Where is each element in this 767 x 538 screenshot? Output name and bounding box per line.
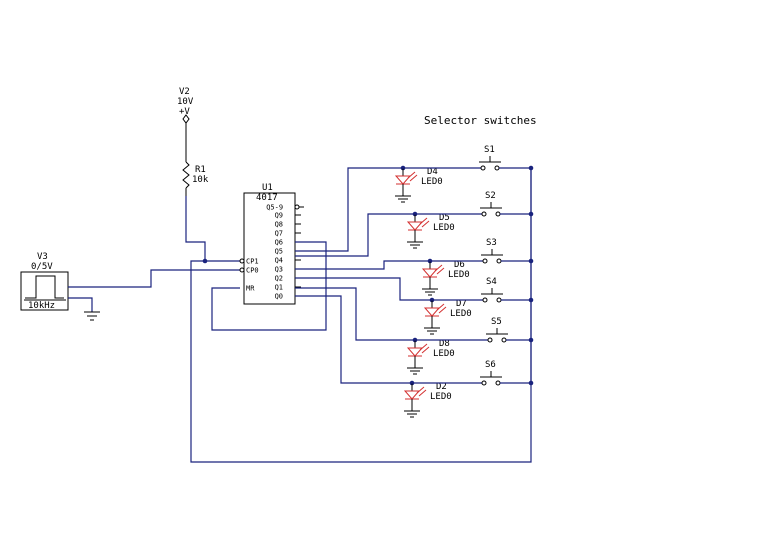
led-type: LED0: [433, 223, 455, 233]
u1-pin-label: CP0: [246, 267, 259, 275]
switch-label: S1: [484, 145, 495, 155]
v3-name: V3: [37, 252, 48, 262]
u1-pin-marker: [294, 204, 300, 210]
led-name: D8: [439, 339, 450, 349]
u1-part: 4017: [256, 193, 278, 203]
u1-pin-label: Q6: [275, 239, 283, 247]
switch-s2: S2: [415, 191, 534, 217]
v2-terminal: +V: [179, 107, 190, 117]
v2-supply: V2 10V +V: [177, 87, 194, 124]
v2-value: 10V: [177, 97, 194, 107]
u1-pin-label: Q4: [275, 257, 283, 265]
u1-chip: U1 4017: [243, 183, 296, 305]
led-type: LED0: [421, 177, 443, 187]
led-name: D2: [436, 382, 447, 392]
switch-s1: S1: [403, 145, 534, 171]
u1-pin-label: Q9: [275, 212, 283, 220]
u1-pin-label: MR: [246, 285, 255, 293]
led-type: LED0: [450, 309, 472, 319]
switch-label: S5: [491, 317, 502, 327]
diagram-title: Selector switches: [424, 114, 537, 127]
r1-resistor: R1 10k: [182, 161, 209, 189]
u1-pin-label: Q1: [275, 284, 283, 292]
switch-label: S4: [486, 277, 497, 287]
u1-pin-label: Q2: [275, 275, 283, 283]
u1-pin-label: CP1: [246, 258, 259, 266]
led-name: D5: [439, 213, 450, 223]
switch-label: S3: [486, 238, 497, 248]
u1-pin-label: Q0: [275, 293, 283, 301]
u1-pin-label: Q7: [275, 230, 283, 238]
u1-pin-label: Q5-9: [266, 204, 283, 212]
u1-name: U1: [262, 183, 273, 193]
switch-label: S6: [485, 360, 496, 370]
u1-pin-marker: [239, 267, 245, 273]
r1-name: R1: [195, 165, 206, 175]
switch-s4: S4: [432, 277, 534, 303]
v3-value: 0/5V: [31, 262, 53, 272]
v3-frequency: 10kHz: [28, 301, 55, 311]
led-name: D6: [454, 260, 465, 270]
r1-value: 10k: [192, 175, 209, 185]
u1-pin-label: Q3: [275, 266, 283, 274]
switch-s6: S6: [412, 360, 534, 386]
ground-icon: [84, 311, 100, 321]
v2-name: V2: [179, 87, 190, 97]
u1-pin-label: Q5: [275, 248, 283, 256]
v3-source: V3 0/5V 10kHz: [20, 252, 69, 311]
u1-pin-marker: [239, 258, 245, 264]
led-type: LED0: [448, 270, 470, 280]
u1-pin-label: Q8: [275, 221, 283, 229]
switch-s5: S5: [415, 317, 534, 343]
led-type: LED0: [433, 349, 455, 359]
led-type: LED0: [430, 392, 452, 402]
led-name: D7: [456, 299, 467, 309]
switch-label: S2: [485, 191, 496, 201]
led-name: D4: [427, 167, 438, 177]
switch-s3: S3: [430, 238, 534, 264]
